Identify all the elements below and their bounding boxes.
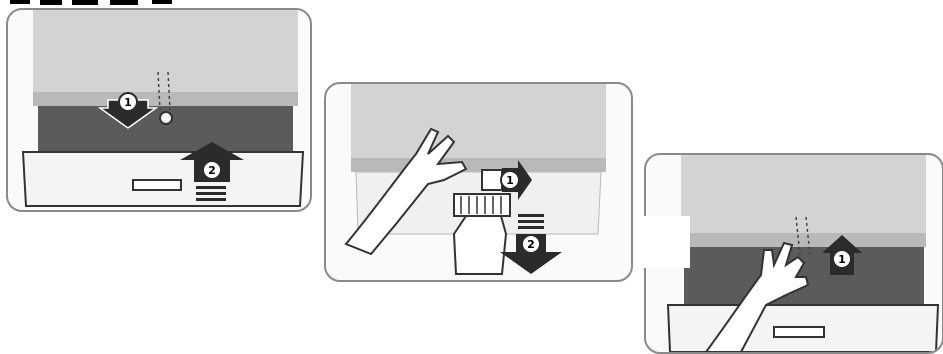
step-marker-2: 2 — [527, 238, 535, 251]
lid-edge — [351, 158, 606, 172]
lid-edge — [681, 233, 926, 247]
mask-left — [0, 215, 64, 273]
mask-right — [640, 216, 690, 268]
step-marker-2: 2 — [208, 164, 216, 177]
lid-edge — [33, 92, 298, 106]
lid — [351, 84, 606, 162]
lid — [33, 10, 298, 100]
cropped-top-marks — [10, 0, 230, 8]
hand-icon-lower — [454, 216, 506, 274]
lid — [681, 155, 926, 237]
step-marker-1: 1 — [838, 253, 846, 266]
drawer-handle — [133, 180, 181, 190]
step-panel-1: 1 2 — [6, 8, 312, 212]
step-marker-1: 1 — [506, 174, 514, 187]
drawer-handle — [774, 327, 824, 337]
step-marker-1: 1 — [124, 96, 132, 109]
step-panel-2: 1 2 — [324, 82, 633, 282]
